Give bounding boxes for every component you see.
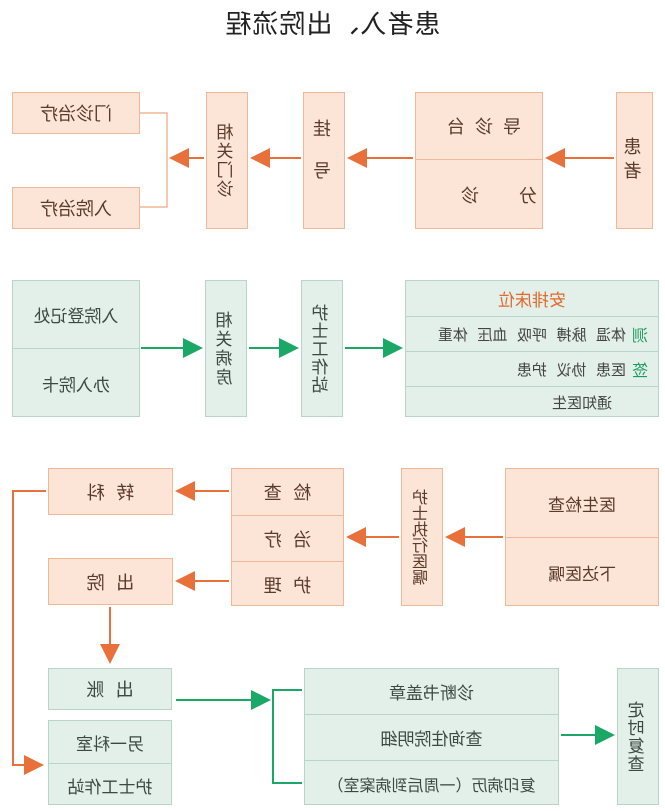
bracket-outpatient-inpatient xyxy=(140,112,168,208)
bracket-procedures xyxy=(272,689,302,784)
arrow-transfer-other xyxy=(12,490,46,775)
